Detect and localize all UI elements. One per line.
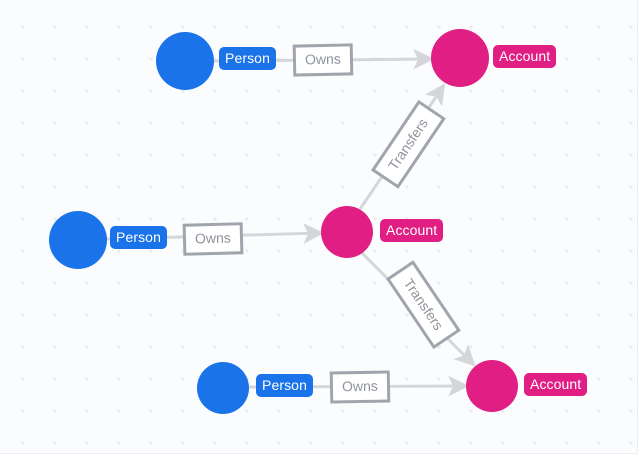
node-label-person-1[interactable]: Person: [219, 47, 276, 70]
node-account-2[interactable]: [321, 206, 373, 258]
node-label-account-2[interactable]: Account: [380, 219, 444, 242]
node-account-3[interactable]: [466, 360, 518, 412]
node-label-person-2[interactable]: Person: [110, 226, 167, 249]
node-person-3[interactable]: [197, 362, 249, 414]
node-label-account-3[interactable]: Account: [524, 373, 588, 396]
node-account-1[interactable]: [431, 29, 489, 87]
edge-label-owns-1[interactable]: Owns: [292, 43, 354, 77]
node-label-person-3[interactable]: Person: [256, 374, 313, 397]
node-person-2[interactable]: [49, 211, 107, 269]
node-label-account-1[interactable]: Account: [493, 45, 557, 68]
edge-label-owns-2[interactable]: Owns: [182, 222, 244, 256]
edge-label-owns-3[interactable]: Owns: [329, 370, 391, 404]
node-person-1[interactable]: [156, 32, 214, 90]
